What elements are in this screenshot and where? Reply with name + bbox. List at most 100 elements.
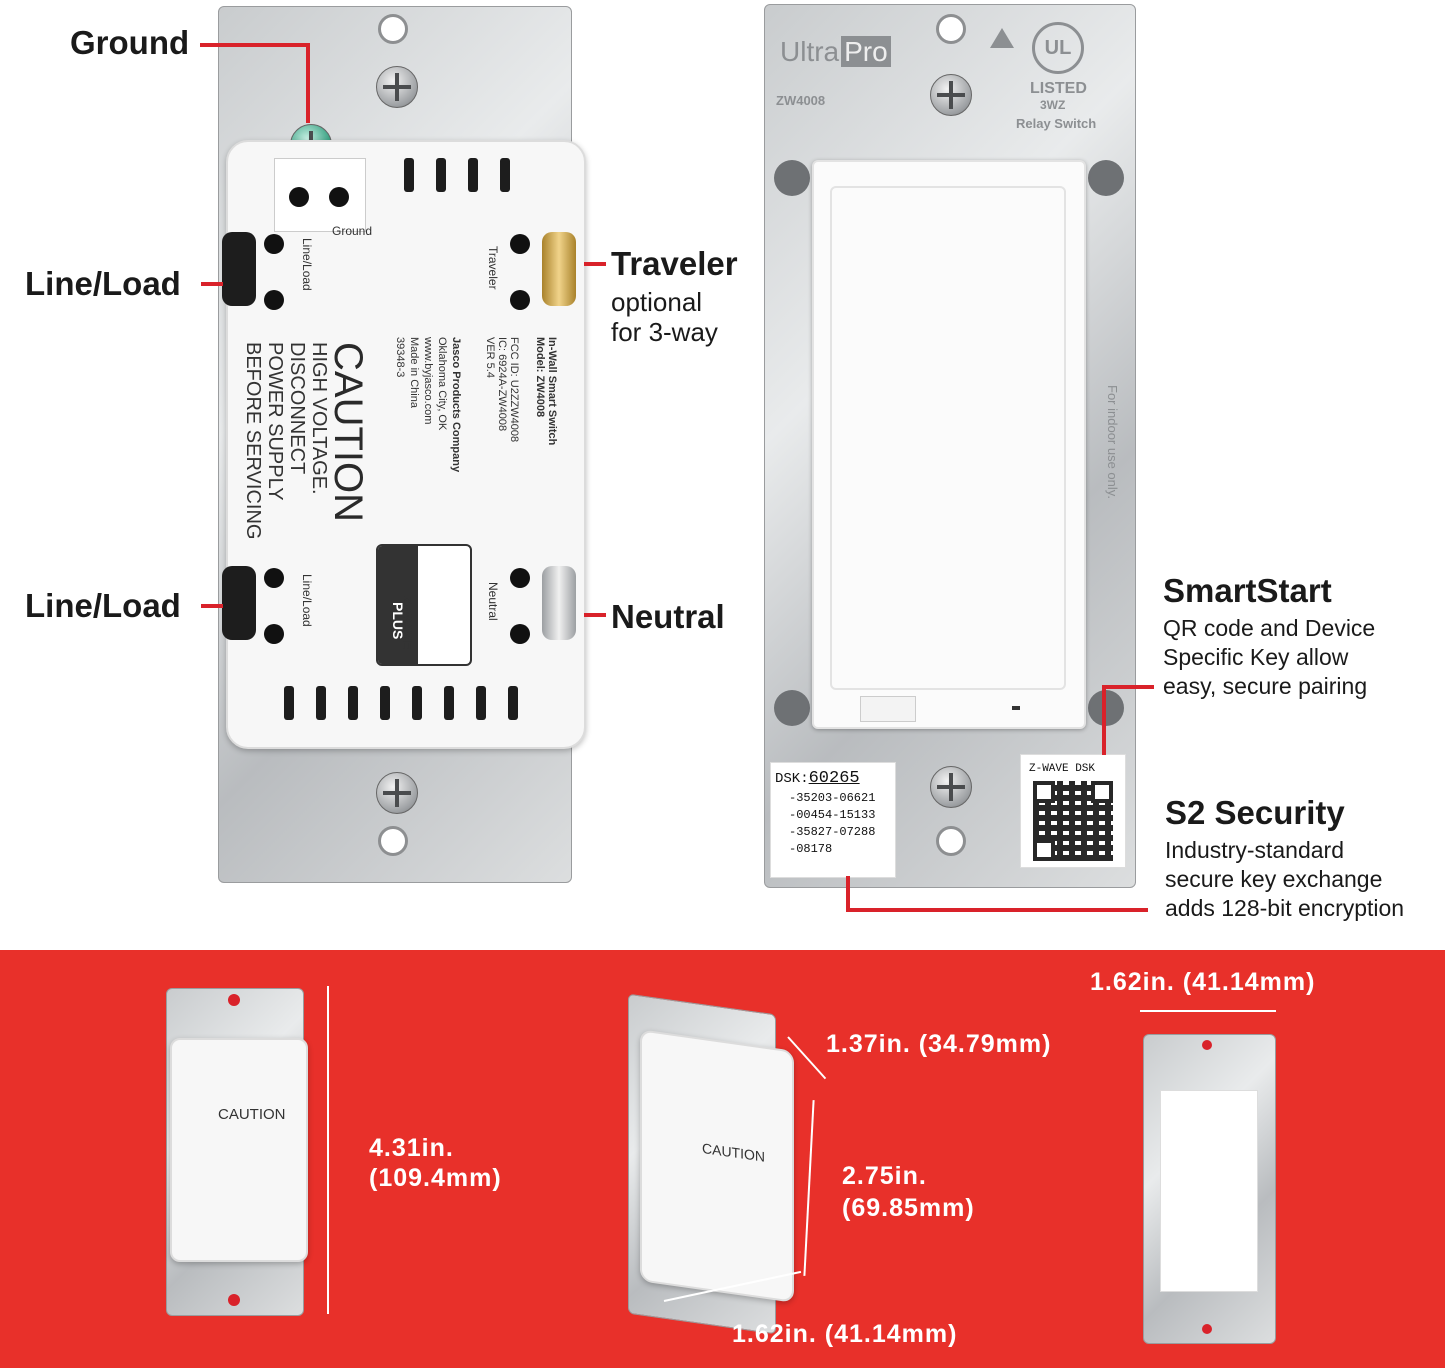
- info-line-2: Model: ZW4008: [534, 337, 546, 418]
- info-line-9: Made in China: [408, 337, 420, 408]
- terminal-hole: [510, 568, 530, 588]
- traveler-note-2: for 3-way: [611, 317, 718, 347]
- line-load-leader-top: [201, 282, 223, 286]
- line-load-terminal-screw: [222, 232, 256, 306]
- terminal-hole: [264, 568, 284, 588]
- ul-mark-icon: UL: [1032, 22, 1084, 74]
- bottom-plate-screw: [376, 772, 418, 814]
- corner-mount-icon: [774, 690, 810, 726]
- dsk-key: 60265: [808, 769, 860, 788]
- s2-line-3: adds 128-bit encryption: [1165, 895, 1405, 921]
- caution-line-2: DISCONNECT: [286, 342, 308, 475]
- model-number: ZW4008: [776, 93, 826, 108]
- vent: [412, 686, 422, 720]
- zwave-plus-text: PLUS: [390, 602, 406, 640]
- vent: [380, 686, 390, 720]
- vent: [508, 686, 518, 720]
- indoor-use-text: For indoor use only.: [1105, 385, 1120, 499]
- s2-leader-v: [846, 876, 850, 912]
- height-dimension-line: [327, 986, 329, 1314]
- terminal-hole: [510, 234, 530, 254]
- dsk-line-1: -35203-06621: [789, 791, 876, 805]
- side-width-dimension: 1.62in. (41.14mm): [732, 1320, 958, 1348]
- angled-housing: CAUTION: [640, 1029, 794, 1303]
- traveler-terminal-screw: [542, 232, 576, 306]
- bottom-mount-hole: [378, 826, 408, 856]
- s2-line-1: Industry-standard: [1165, 837, 1344, 863]
- dsk-line-2: -00454-15133: [789, 808, 876, 822]
- line-load-label: Line/Load: [300, 238, 314, 291]
- qr-code-icon: [1033, 781, 1113, 861]
- caution-heading: CAUTION: [326, 342, 370, 522]
- body-height-dimension: 2.75in.: [842, 1162, 927, 1190]
- small-back-housing: CAUTION: [170, 1038, 308, 1262]
- info-line-5: VER 5.4: [484, 337, 496, 378]
- neutral-terminal-screw: [542, 566, 576, 640]
- ground-terminal-block: [274, 158, 366, 232]
- small-back-bottom-hole: [228, 1294, 240, 1306]
- height-dimension: 4.31in.: [369, 1134, 454, 1162]
- small-front-bottom-hole: [1202, 1324, 1212, 1334]
- smartstart-leader-v: [1102, 685, 1106, 755]
- smartstart-leader-h: [1102, 685, 1154, 689]
- info-line-1: In-Wall Smart Switch: [546, 337, 558, 446]
- height-dimension-mm: (109.4mm): [369, 1164, 502, 1192]
- traveler-label: Traveler: [486, 246, 500, 290]
- traveler-note-1: optional: [611, 287, 703, 317]
- front-width-dimension: 1.62in. (41.14mm): [1090, 968, 1316, 996]
- terminal-hole: [264, 624, 284, 644]
- info-line-3: FCC ID: U2ZZW4008: [508, 337, 520, 443]
- top-mount-hole: [936, 14, 966, 44]
- switch-paddle[interactable]: [830, 186, 1066, 690]
- info-line-7: Oklahoma City, OK: [436, 337, 448, 431]
- smartstart-line-2: Specific Key allow: [1163, 644, 1349, 670]
- ground-hole: [329, 187, 349, 207]
- info-line-8: www.byjasco.com: [422, 337, 434, 425]
- info-line-10: 39348-3: [394, 337, 406, 378]
- relay-switch-text: Relay Switch: [1016, 116, 1097, 131]
- line-load-callout-top: Line/Load: [25, 265, 181, 302]
- vent: [468, 158, 478, 192]
- qr-label: Z-WAVE DSK: [1020, 754, 1126, 868]
- body-height-dimension-mm: (69.85mm): [842, 1194, 975, 1222]
- line-load-callout-bottom: Line/Load: [25, 587, 181, 624]
- corner-mount-icon: [1088, 690, 1124, 726]
- vent: [316, 686, 326, 720]
- caution-line-1: HIGH VOLTAGE.: [308, 342, 330, 495]
- top-plate-screw: [930, 74, 972, 116]
- led-indicator: [1012, 706, 1020, 710]
- line-load-leader-bottom: [201, 604, 223, 608]
- bottom-mount-hole: [936, 826, 966, 856]
- ground-leader-v: [306, 43, 310, 123]
- small-back-top-hole: [228, 994, 240, 1006]
- brand-ultra: Ultra: [780, 36, 840, 67]
- zwave-dsk-text: Z-WAVE DSK: [1029, 763, 1096, 775]
- info-line-4: IC: 6924A-ZW4008: [496, 337, 508, 432]
- dsk-line-3: -35827-07288: [789, 825, 876, 839]
- corner-mount-icon: [1088, 160, 1124, 196]
- neutral-callout: Neutral: [611, 598, 725, 635]
- paddle-button[interactable]: [860, 696, 916, 722]
- up-arrow-icon: [990, 28, 1014, 48]
- bottom-plate-screw: [930, 766, 972, 808]
- depth-dimension: 1.37in. (34.79mm): [826, 1030, 1052, 1058]
- corner-mount-icon: [774, 160, 810, 196]
- top-plate-screw: [376, 66, 418, 108]
- dsk-label: DSK:60265 -35203-06621 -00454-15133 -358…: [770, 762, 896, 878]
- neutral-label: Neutral: [486, 582, 500, 621]
- traveler-callout: Traveler: [611, 245, 738, 282]
- vent: [500, 158, 510, 192]
- small-front-top-hole: [1202, 1040, 1212, 1050]
- vent: [444, 686, 454, 720]
- vent: [476, 686, 486, 720]
- terminal-hole: [264, 290, 284, 310]
- s2-line-2: secure key exchange: [1165, 866, 1383, 892]
- traveler-leader: [584, 262, 606, 266]
- line-load-label: Line/Load: [300, 574, 314, 627]
- ground-callout: Ground: [70, 24, 190, 61]
- terminal-hole: [264, 234, 284, 254]
- smartstart-title: SmartStart: [1163, 572, 1332, 609]
- vent: [404, 158, 414, 192]
- terminal-hole: [510, 624, 530, 644]
